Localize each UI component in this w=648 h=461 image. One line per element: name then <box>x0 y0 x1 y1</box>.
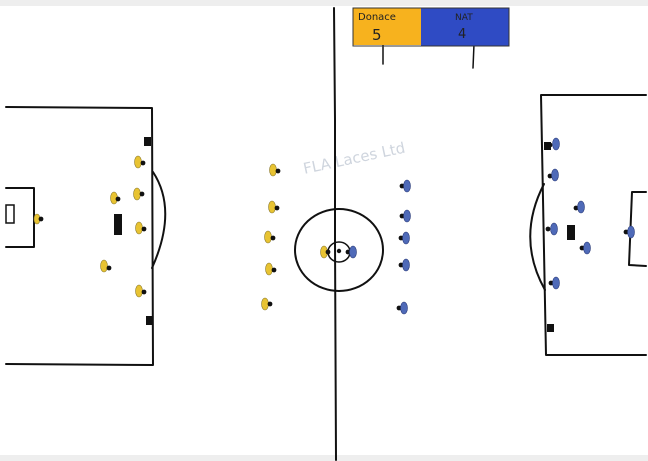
scoreboard: Donace 5 NAT 4 <box>353 8 509 46</box>
scoreboard-post-right <box>473 44 474 68</box>
paper-bottom-edge <box>0 455 648 461</box>
left-flag-bottom <box>146 316 153 325</box>
right-penalty-marker <box>567 225 575 240</box>
right-flag-bottom <box>547 324 554 332</box>
home-team-name: Donace <box>358 12 396 23</box>
left-penalty-marker <box>114 214 122 235</box>
away-team-name: NAT <box>455 13 473 23</box>
away-team-score: 4 <box>458 27 466 42</box>
football-ball <box>337 249 341 253</box>
left-flag-top <box>144 137 151 146</box>
paper-top-edge <box>0 0 648 6</box>
home-team-score: 5 <box>372 26 382 44</box>
